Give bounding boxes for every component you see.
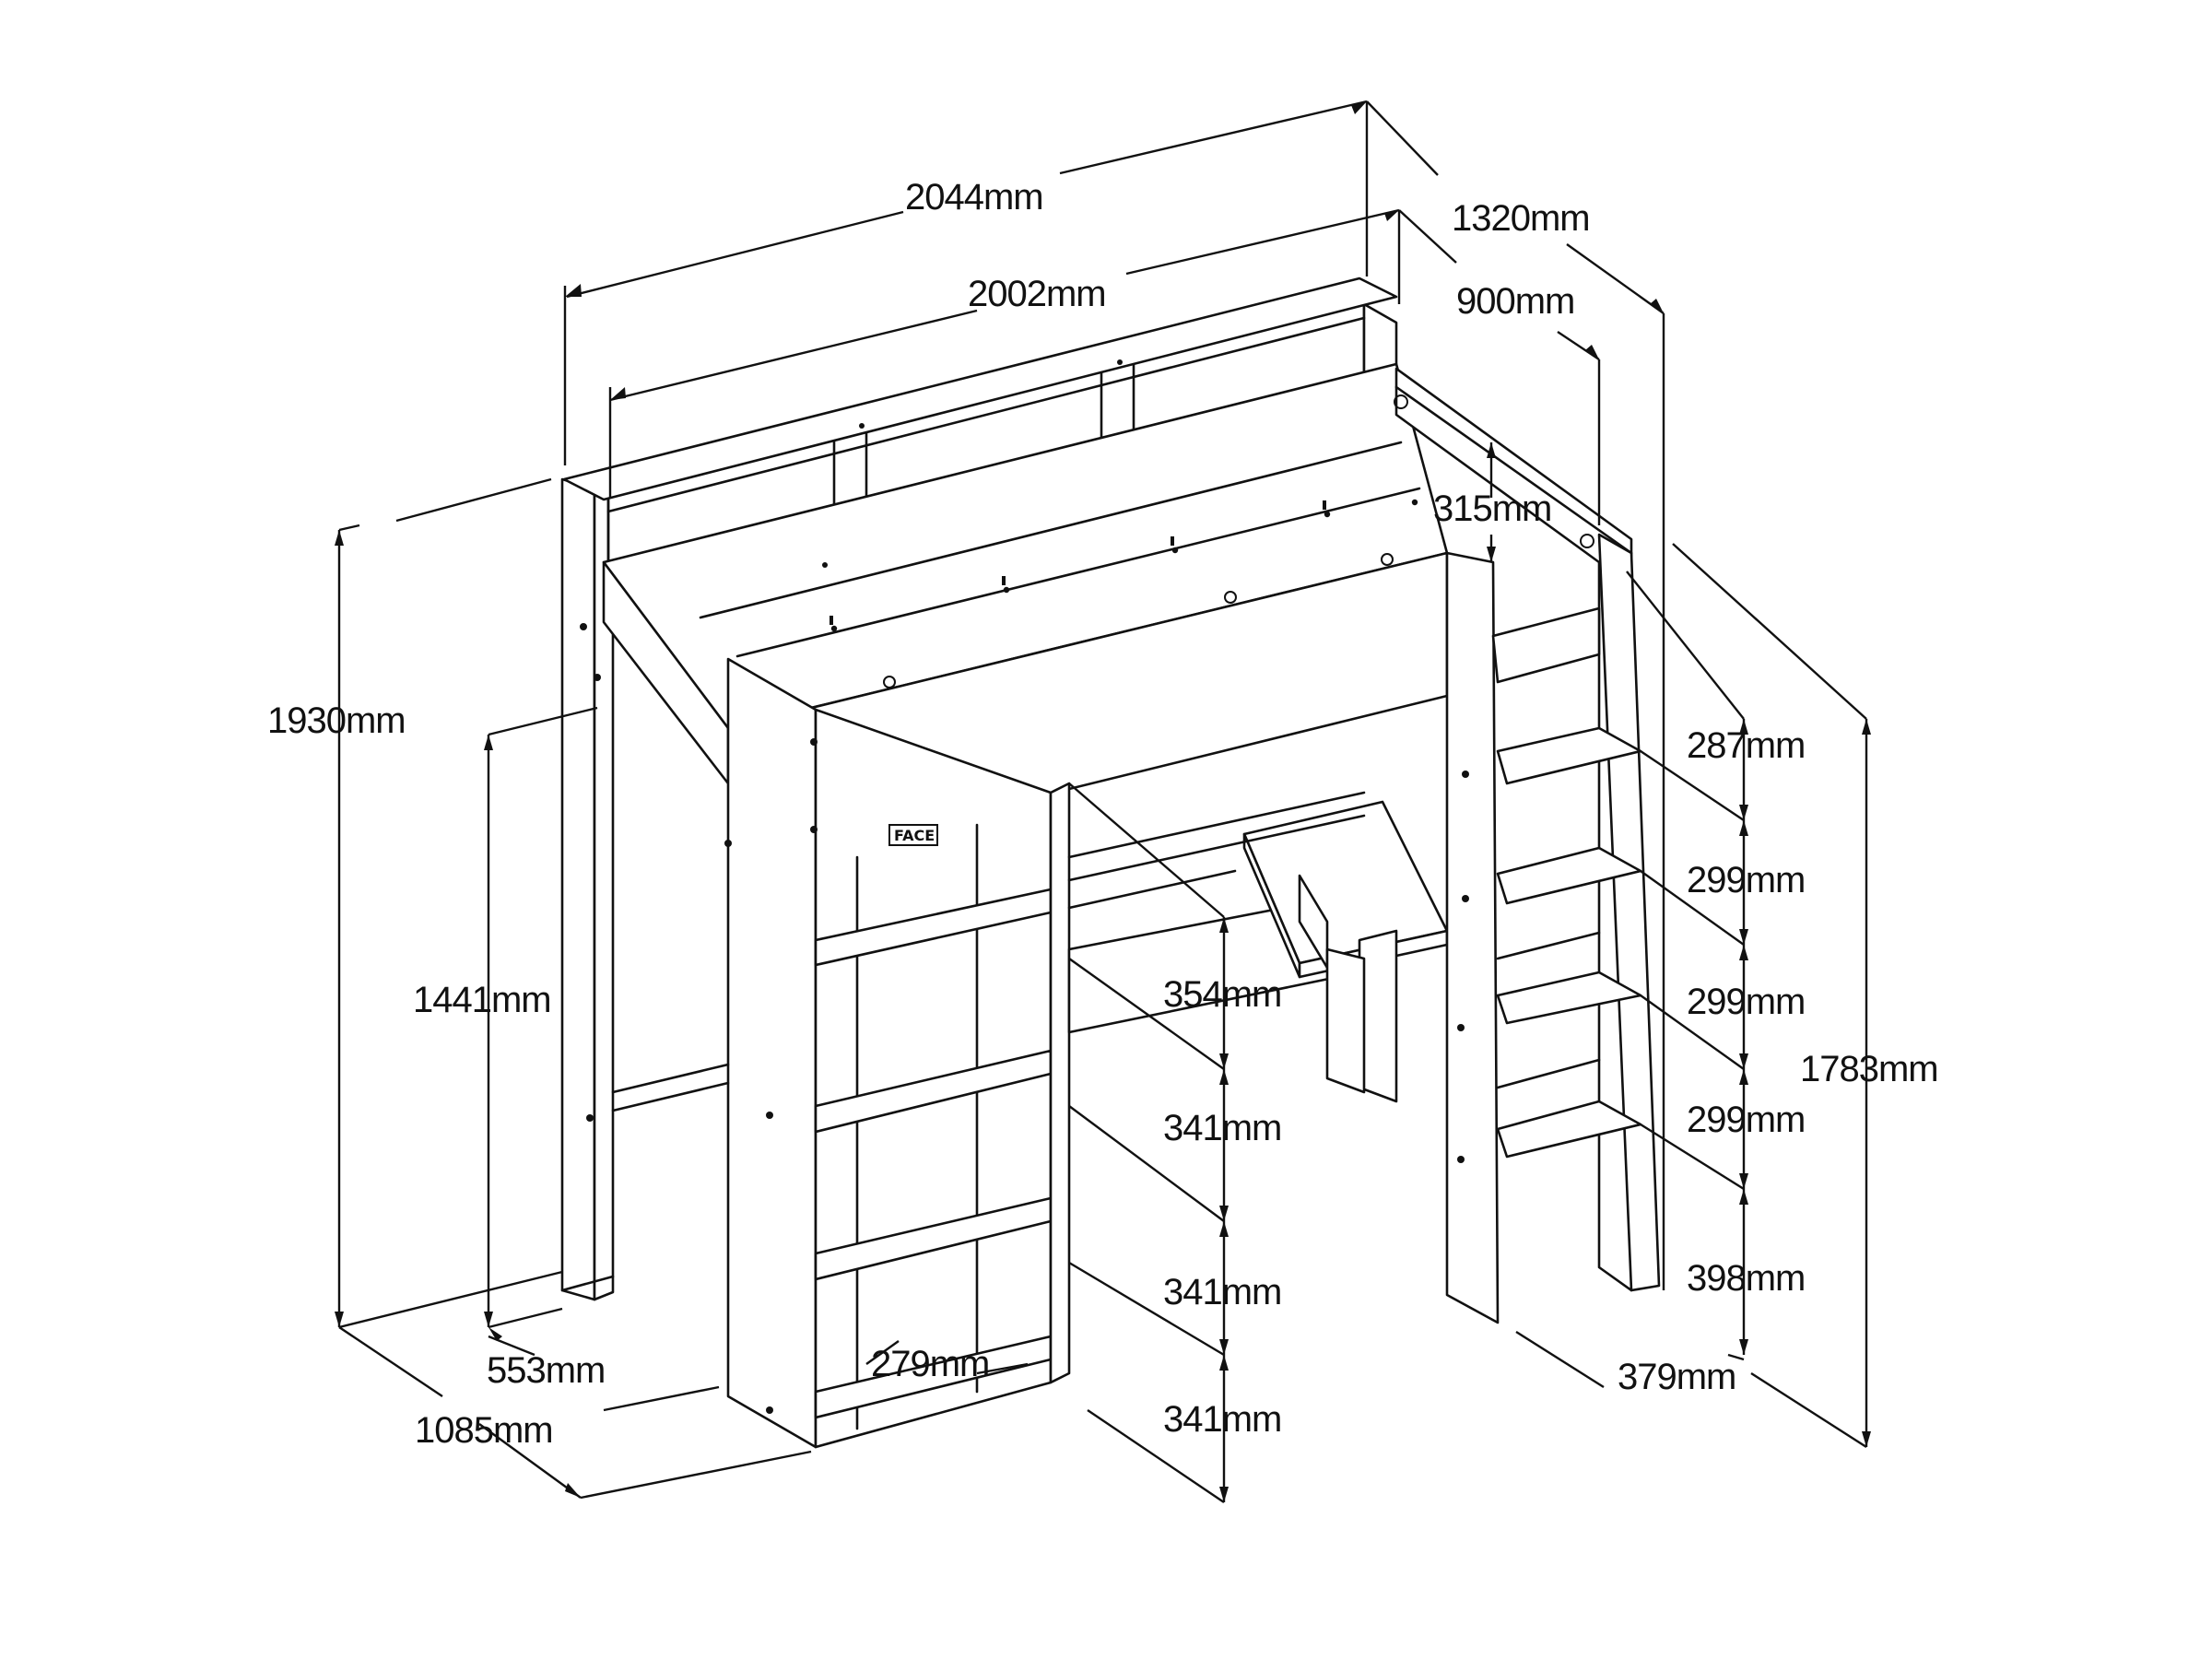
dimension-arrows	[335, 101, 1871, 1502]
dim-1930-label: 1930mm	[267, 700, 406, 741]
desk	[1067, 791, 1449, 1103]
dim-2044-label: 2044mm	[905, 177, 1043, 218]
fixing-holes	[580, 623, 1469, 1414]
dim-1085-label: 1085mm	[415, 1410, 553, 1451]
dim-379-label: 379mm	[1618, 1357, 1735, 1397]
front-left-leg	[726, 657, 818, 1449]
bed-structure: FACE	[560, 276, 1661, 1449]
dim-1320-label: 1320mm	[1452, 198, 1590, 239]
dim-1441-label: 1441mm	[413, 980, 551, 1020]
dim-287-label: 287mm	[1687, 725, 1805, 766]
slat-bolts	[822, 359, 1394, 688]
dim-299c-label: 299mm	[1687, 1100, 1805, 1140]
dim-299b-label: 299mm	[1687, 982, 1805, 1022]
side-guard-rail	[1394, 367, 1633, 1292]
dim-299a-label: 299mm	[1687, 860, 1805, 900]
dimension-labels: 2044mm 2002mm 1320mm 900mm 1930mm 1441mm…	[267, 177, 1939, 1451]
dim-279-label: 279mm	[871, 1344, 989, 1384]
dim-2002-label: 2002mm	[968, 274, 1106, 314]
dim-315-label: 315mm	[1433, 488, 1551, 529]
storage-shelf-unit	[814, 708, 1071, 1449]
dim-354-label: 354mm	[1163, 974, 1281, 1015]
dim-341c-label: 341mm	[1163, 1399, 1281, 1440]
dim-900-label: 900mm	[1456, 281, 1574, 322]
dim-341a-label: 341mm	[1163, 1108, 1281, 1148]
ladder	[1445, 533, 1661, 1324]
dim-341b-label: 341mm	[1163, 1272, 1281, 1312]
rear-left-post	[560, 477, 596, 1301]
dim-398-label: 398mm	[1687, 1258, 1805, 1299]
face-label-text: FACE	[894, 827, 935, 844]
dim-1783-label: 1783mm	[1800, 1049, 1938, 1089]
face-label: FACE	[888, 824, 938, 846]
dimension-lines	[337, 100, 1868, 1503]
dim-553-label: 553mm	[487, 1350, 605, 1391]
